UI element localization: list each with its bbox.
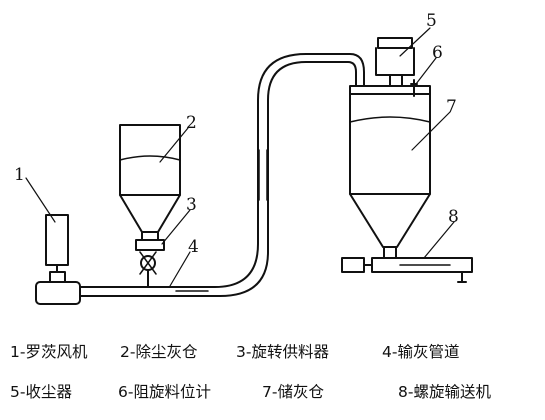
dust-ash-silo <box>119 124 181 241</box>
label-3: 3 <box>186 195 197 215</box>
legend-item-5: 5-收尘器 <box>10 383 72 401</box>
screw-conveyor <box>341 257 473 283</box>
label-5: 5 <box>426 11 437 31</box>
pneumatic-conveying-diagram: 1 2 3 4 5 6 7 8 <box>14 11 473 305</box>
label-6: 6 <box>432 43 443 63</box>
leader-lines <box>25 27 455 287</box>
label-1: 1 <box>14 165 25 185</box>
ash-pipeline <box>79 53 365 297</box>
label-7: 7 <box>446 97 457 117</box>
legend-item-7: 7-储灰仓 <box>262 383 324 401</box>
label-4: 4 <box>188 237 199 257</box>
roots-blower <box>35 214 81 305</box>
bag-filter <box>375 37 415 87</box>
legend-item-1: 1-罗茨风机 <box>10 343 88 361</box>
label-8: 8 <box>448 207 459 227</box>
label-2: 2 <box>186 113 197 133</box>
legend-item-4: 4-输灰管道 <box>382 343 460 361</box>
legend-item-6: 6-阻旋料位计 <box>118 383 211 401</box>
ash-storage-silo <box>349 85 431 259</box>
legend-item-2: 2-除尘灰仓 <box>120 343 198 361</box>
legend-item-8: 8-螺旋输送机 <box>398 383 491 401</box>
rotary-feeder <box>135 239 165 283</box>
legend-item-3: 3-旋转供料器 <box>236 343 329 361</box>
